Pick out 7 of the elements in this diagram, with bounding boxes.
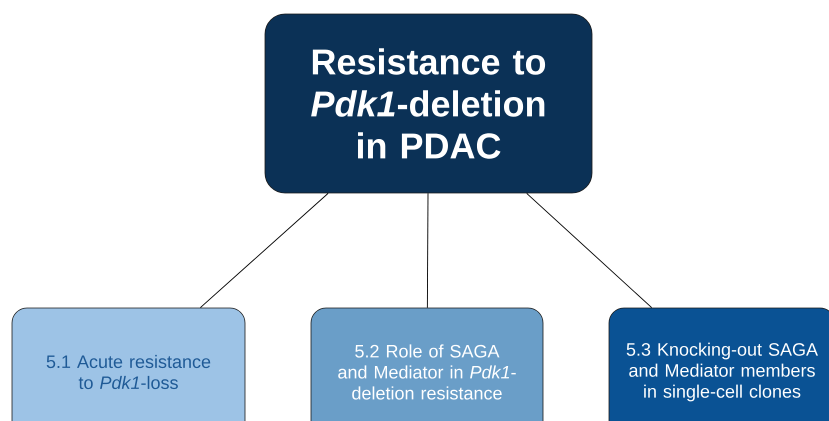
topic-box: 5.3 Knocking-out SAGA and Mediator members in single-cell clones: [608, 308, 829, 421]
connector-line: [526, 192, 652, 308]
connector-line: [200, 192, 329, 308]
topic-box: 5.1 Acute resistance to Pdk1-loss: [12, 308, 246, 421]
title-box: Resistance to Pdk1-deletion in PDAC: [264, 14, 592, 194]
topic-box: 5.2 Role of SAGA and Mediator in Pdk1-deletion resistance: [310, 308, 544, 421]
connector-line: [426, 192, 428, 308]
